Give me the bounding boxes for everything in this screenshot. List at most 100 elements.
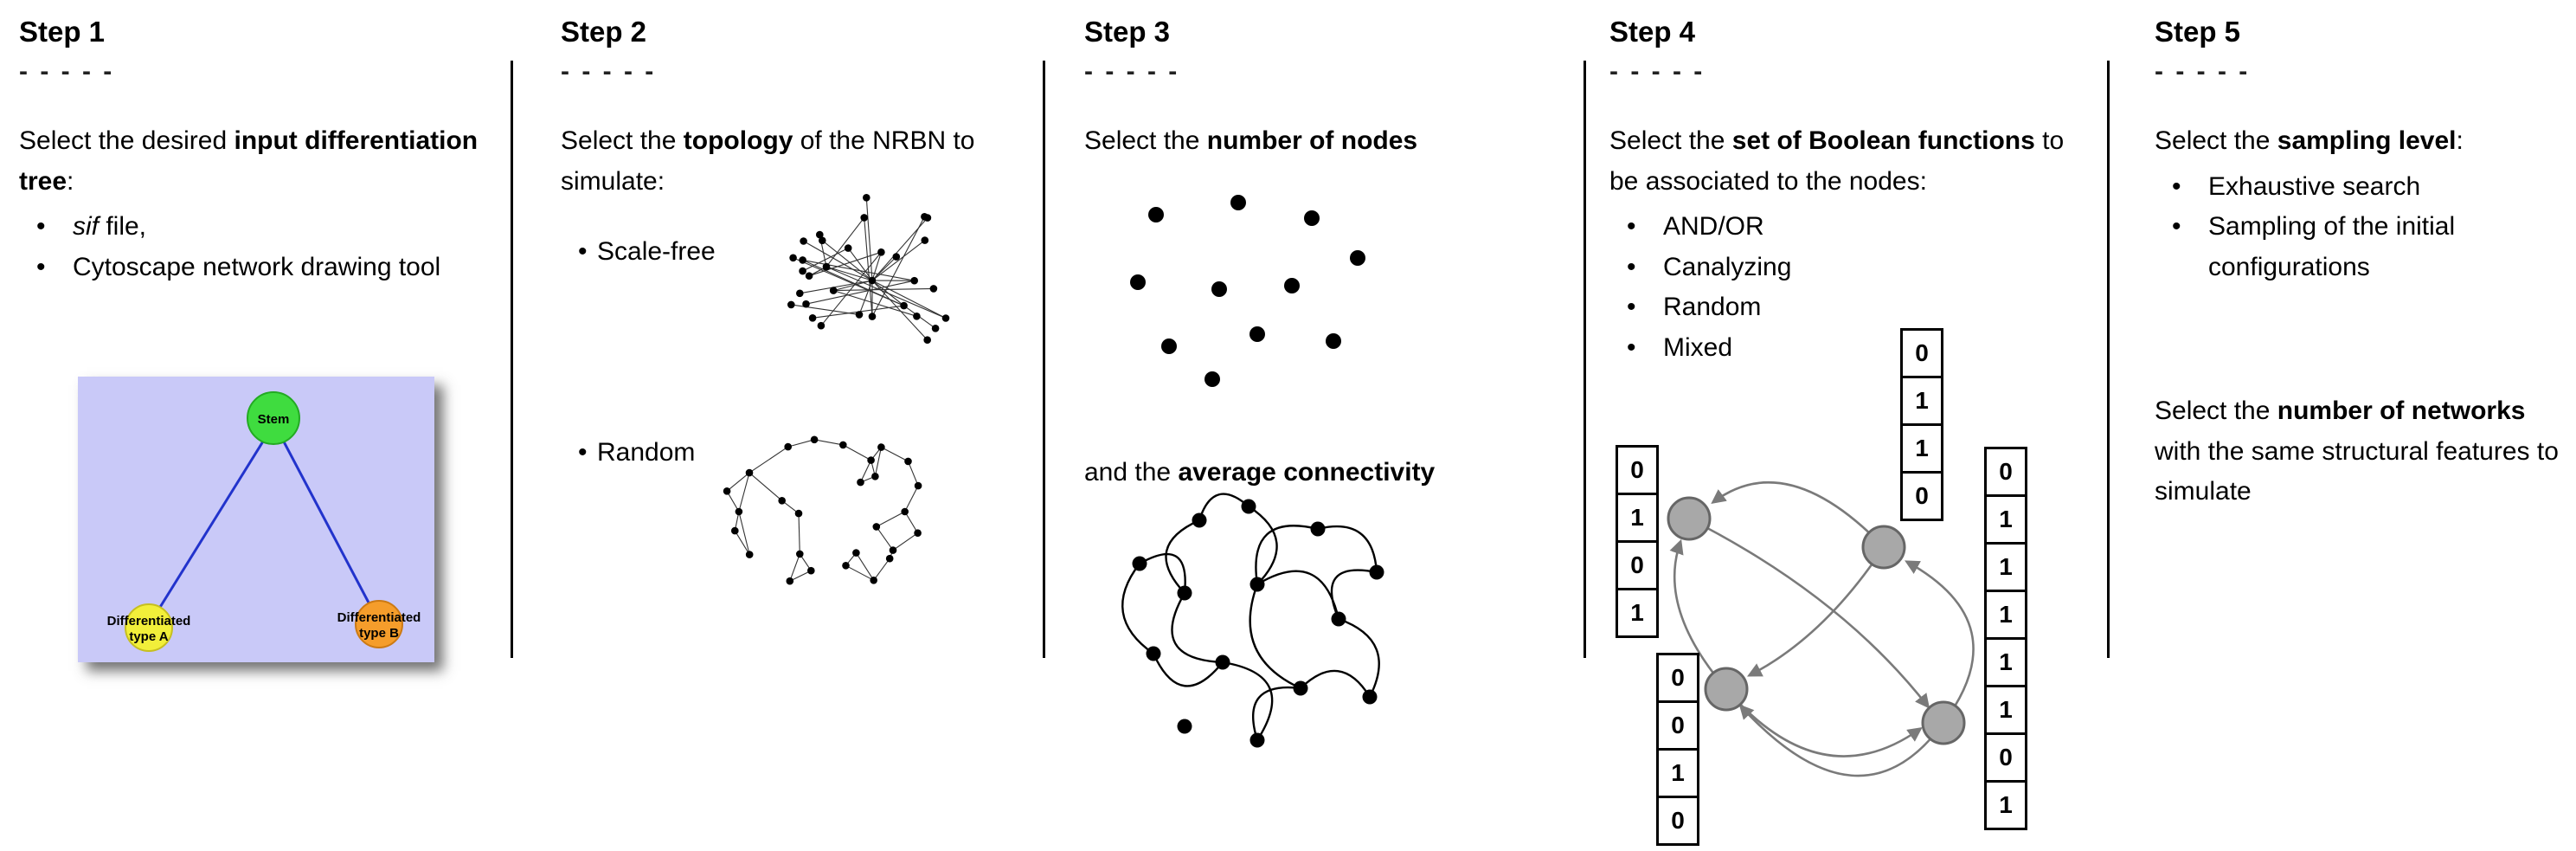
column-divider <box>1584 61 1586 658</box>
intro-text: Select the <box>2155 126 2277 155</box>
step-1-title: Step 1 <box>19 16 106 48</box>
table-cell: 0 <box>1616 445 1659 495</box>
intro-text: : <box>67 166 74 196</box>
table-cell: 1 <box>1656 748 1699 798</box>
bullet-random: • Random <box>561 433 695 474</box>
intro-bold-text: set of Boolean functions <box>1731 126 2035 155</box>
column-divider <box>2107 61 2110 658</box>
intro-bold-text: input differentiation tree <box>19 126 479 196</box>
table-cell: 0 <box>1616 540 1659 590</box>
boolean-table-bottom-left: 0 0 1 0 <box>1656 653 1699 846</box>
table-cell: 1 <box>1616 493 1659 543</box>
column-divider <box>1043 61 1045 658</box>
column-divider <box>511 61 513 658</box>
intro-bold-text: average connectivity <box>1178 458 1436 487</box>
table-cell: 0 <box>1900 328 1943 378</box>
step-4-panel: Step 4 - - - - - Select the set of Boole… <box>1609 16 2087 846</box>
intro-text: Select the <box>1084 126 1207 155</box>
intro-bold-text: number of networks <box>2277 396 2526 425</box>
boolean-network-illustration <box>1667 481 1975 777</box>
bullet-dot: • <box>578 438 588 467</box>
table-cell: 1 <box>1984 780 2027 830</box>
table-cell: 1 <box>1900 423 1943 474</box>
type-a-label-line1: Differentiated <box>107 614 191 629</box>
table-cell: 0 <box>1656 653 1699 703</box>
list-item: Sampling of the initial configurations <box>2155 207 2560 287</box>
intro-bold-text: number of nodes <box>1206 126 1418 155</box>
intro-bold-text: sampling level <box>2277 126 2457 155</box>
table-cell: 0 <box>1984 732 2027 783</box>
step-4-dashes: - - - - - <box>1609 57 1706 86</box>
stem-node-label: Stem <box>258 412 290 427</box>
table-cell: 0 <box>1656 796 1699 846</box>
list-item: Cytoscape network drawing tool <box>19 248 495 288</box>
boolean-table-top: 0 1 1 0 <box>1900 328 1943 521</box>
list-item: Mixed <box>1609 328 2087 369</box>
step-2-intro: Select the topology of the NRBN to simul… <box>561 121 1037 202</box>
intro-text: Select the <box>561 126 684 155</box>
step-3-title: Step 3 <box>1084 16 1171 48</box>
connectivity-tangle-illustration <box>1121 493 1384 748</box>
step-4-bullet-list: AND/OR Canalyzing Random Mixed <box>1609 207 2087 368</box>
boolean-table-left: 0 1 0 1 <box>1616 445 1659 638</box>
list-item: Canalyzing <box>1609 248 2087 288</box>
step-4-title: Step 4 <box>1609 16 1696 48</box>
step-5-bullet-list: Exhaustive search Sampling of the initia… <box>2155 167 2560 288</box>
step-1-intro: Select the desired input differentiation… <box>19 121 495 202</box>
step-2-panel: Step 2 - - - - - Select the topology of … <box>561 16 1037 585</box>
list-item: AND/OR <box>1609 207 2087 248</box>
table-cell: 1 <box>1984 590 2027 640</box>
scale-free-network-illustration <box>787 194 950 344</box>
table-cell: 1 <box>1984 542 2027 592</box>
intro-text: Select the <box>1609 126 1732 155</box>
table-cell: 0 <box>1900 471 1943 521</box>
type-b-label-line2: type B <box>359 626 399 641</box>
step-5-intro: Select the sampling level: <box>2155 121 2560 162</box>
step-3-intro: Select the number of nodes <box>1084 121 1569 162</box>
table-cell: 1 <box>1616 588 1659 638</box>
bullet-label: Scale-free <box>597 237 716 266</box>
table-cell: 1 <box>1984 637 2027 687</box>
nodes-dots-illustration <box>1130 195 1365 387</box>
table-cell: 1 <box>1984 685 2027 735</box>
table-cell: 0 <box>1656 700 1699 751</box>
step-5-panel: Step 5 - - - - - Select the sampling lev… <box>2155 16 2560 513</box>
step-5-dashes: - - - - - <box>2155 57 2251 86</box>
bullet-scale-free: • Scale-free <box>561 232 716 273</box>
sif-italic: sif <box>73 212 99 241</box>
differentiation-tree-figure: Stem Differentiated type A Differentiate… <box>78 377 434 662</box>
intro-bold-text: topology <box>683 126 793 155</box>
intro-text: and the <box>1084 458 1179 487</box>
random-network-illustration <box>723 435 922 585</box>
step-2-title: Step 2 <box>561 16 647 48</box>
step-5-second-text: Select the number of networks with the s… <box>2155 391 2560 513</box>
step-1-dashes: - - - - - <box>19 57 115 86</box>
tree-shapes <box>125 391 403 652</box>
table-cell: 1 <box>1984 494 2027 545</box>
step-3-panel: Step 3 - - - - - Select the number of no… <box>1084 16 1569 748</box>
boolean-table-right: 0 1 1 1 1 1 0 1 <box>1984 447 2027 830</box>
intro-text: to be associated to the nodes: <box>1609 126 2065 196</box>
bullet-label: Random <box>597 438 696 467</box>
type-a-label-line2: type A <box>129 629 168 644</box>
table-cell: 1 <box>1900 376 1943 426</box>
step-1-panel: Step 1 - - - - - Select the desired inpu… <box>19 16 495 662</box>
intro-text: Select the desired <box>19 126 234 155</box>
sif-rest: file, <box>99 212 147 241</box>
step-3-second-text: and the average connectivity <box>1084 453 1435 493</box>
bullet-dot: • <box>578 237 588 266</box>
step-5-title: Step 5 <box>2155 16 2241 48</box>
intro-text: Select the <box>2155 396 2277 425</box>
table-cell: 0 <box>1984 447 2027 497</box>
step-2-dashes: - - - - - <box>561 57 657 86</box>
step-4-intro: Select the set of Boolean functions to b… <box>1609 121 2087 202</box>
list-item: Exhaustive search <box>2155 167 2560 208</box>
list-item: sif file, <box>19 207 495 248</box>
intro-text: with the same structural features to sim… <box>2155 436 2559 506</box>
step-1-bullet-list: sif file, Cytoscape network drawing tool <box>19 207 495 287</box>
list-item: Random <box>1609 287 2087 328</box>
intro-text: of the NRBN to simulate: <box>561 126 975 196</box>
tree-svg: Stem Differentiated type A Differentiate… <box>107 391 421 652</box>
intro-text: : <box>2456 126 2464 155</box>
